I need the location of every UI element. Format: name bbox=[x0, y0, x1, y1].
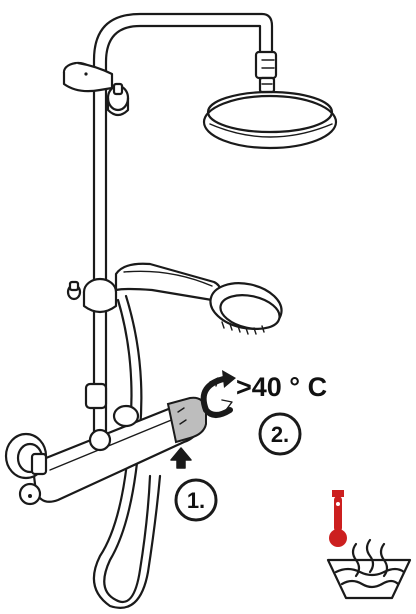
rotate-arrow-icon bbox=[200, 370, 236, 418]
thermometer-icon bbox=[329, 490, 347, 547]
upper-clamp bbox=[62, 61, 130, 117]
step-1-label: 1. bbox=[187, 488, 205, 513]
step-2-badge: 2. bbox=[258, 412, 302, 456]
shower-column-illustration bbox=[4, 12, 338, 609]
push-up-arrow-icon bbox=[170, 447, 192, 469]
temperature-label: >40 ° C bbox=[236, 372, 327, 402]
hot-water-icon bbox=[326, 538, 412, 600]
thermostatic-mixer bbox=[4, 396, 207, 506]
hand-shower bbox=[114, 262, 283, 335]
step-1-badge: 1. bbox=[174, 478, 218, 522]
handshower-holder bbox=[66, 277, 118, 314]
step-2-label: 2. bbox=[271, 422, 289, 447]
